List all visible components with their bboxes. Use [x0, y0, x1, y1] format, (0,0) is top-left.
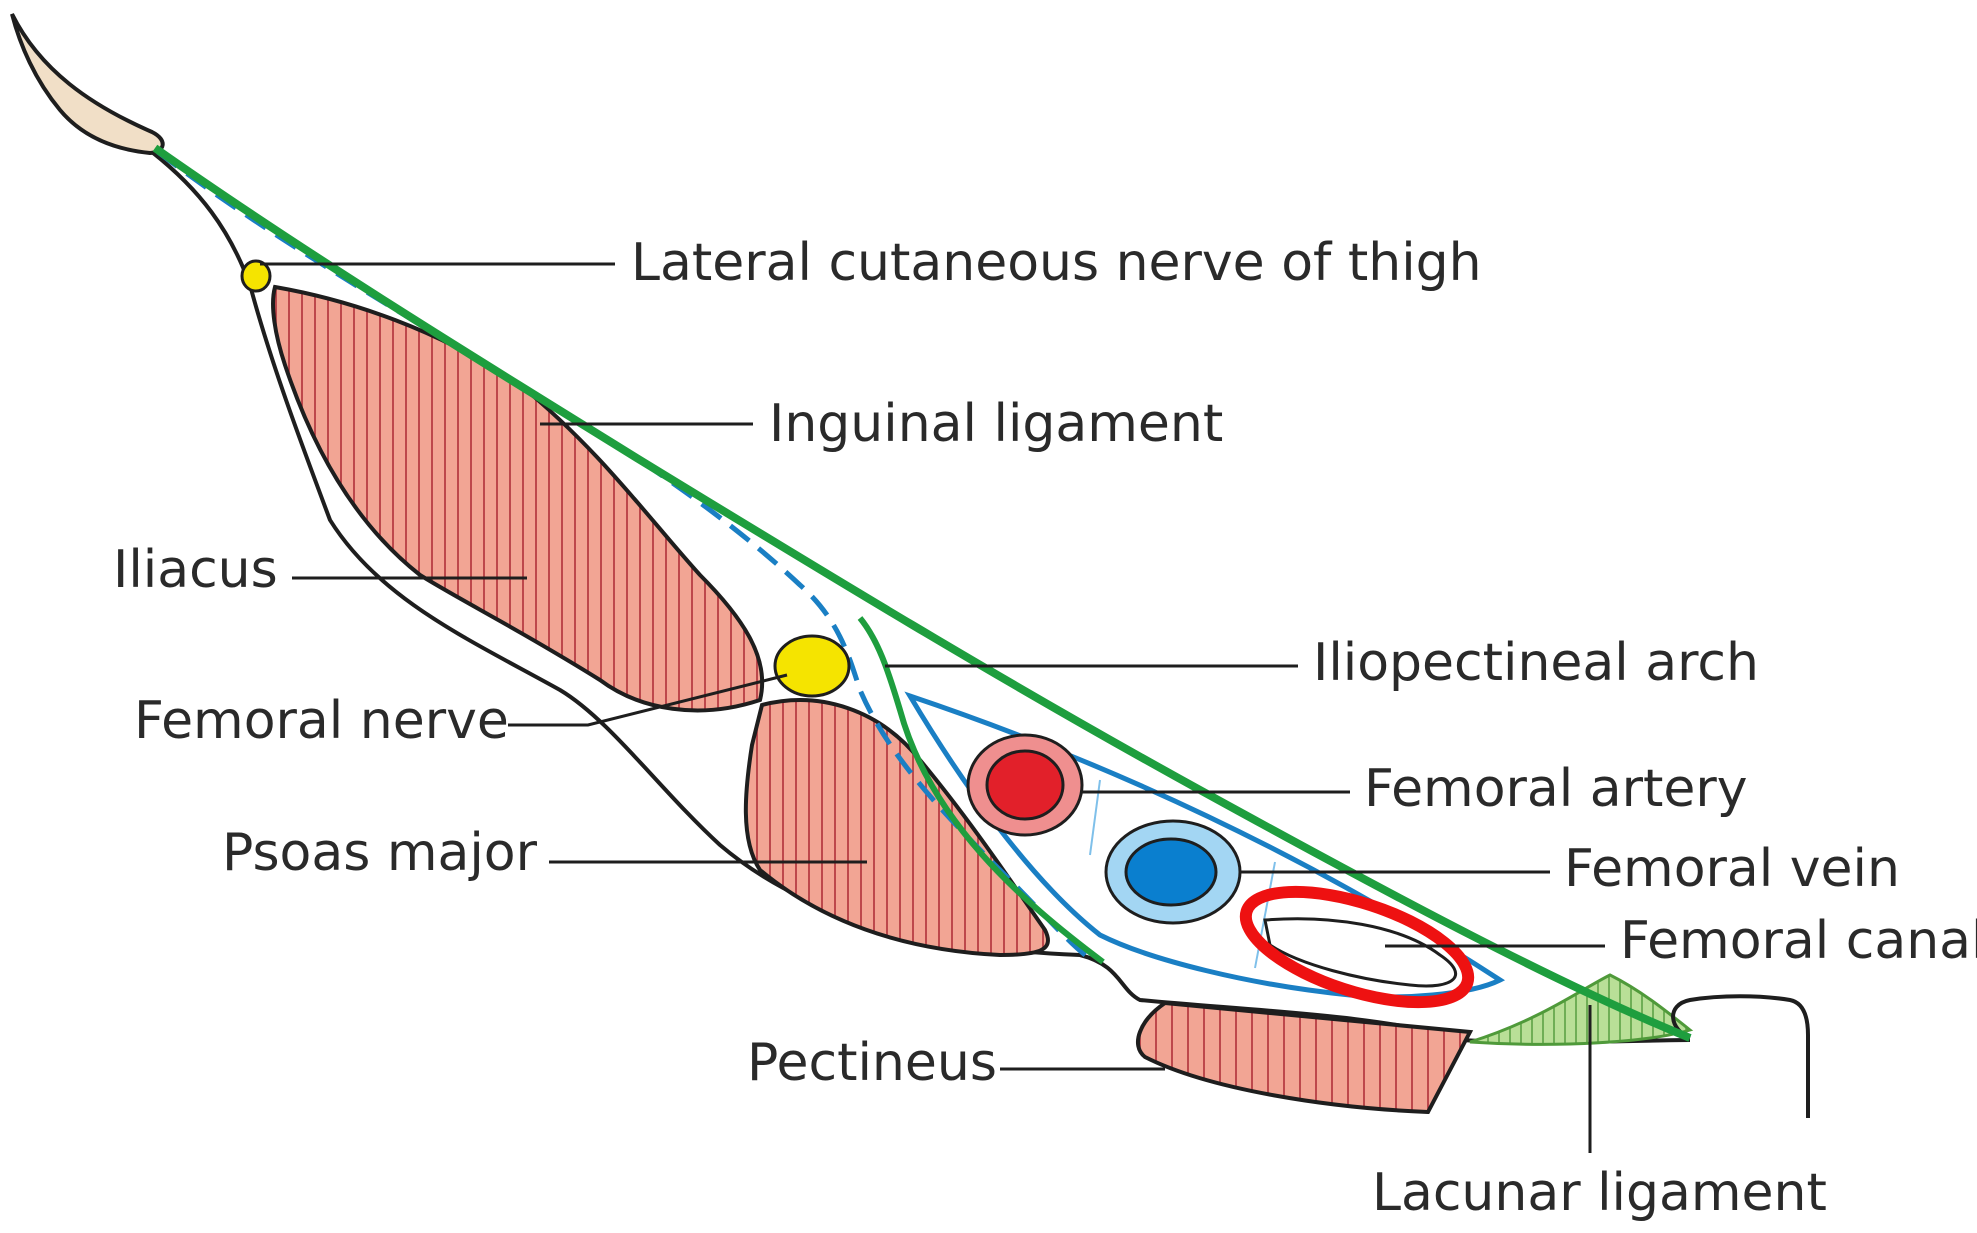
label-femoral-nerve: Femoral nerve	[134, 691, 509, 751]
iliac-bone	[12, 14, 163, 153]
label-iliacus: Iliacus	[113, 540, 278, 600]
label-femoral-artery: Femoral artery	[1364, 759, 1748, 819]
femoral-nerve	[775, 636, 849, 696]
label-pectineus: Pectineus	[747, 1033, 997, 1093]
femoral-vein-lumen	[1126, 839, 1216, 905]
label-psoas-major: Psoas major	[222, 823, 538, 883]
label-femoral-vein: Femoral vein	[1564, 839, 1900, 899]
pubic-bone	[1673, 996, 1808, 1118]
iliacus-muscle	[273, 287, 762, 710]
label-iliopectineal-arch: Iliopectineal arch	[1313, 633, 1759, 693]
femoral-artery-lumen	[987, 751, 1063, 819]
label-lacunar-ligament: Lacunar ligament	[1372, 1163, 1827, 1223]
pectineus-muscle	[1138, 1003, 1470, 1112]
label-lateral-cutaneous-nerve: Lateral cutaneous nerve of thigh	[631, 233, 1482, 293]
label-inguinal-ligament: Inguinal ligament	[769, 394, 1223, 454]
label-femoral-canal: Femoral canal	[1620, 911, 1977, 971]
